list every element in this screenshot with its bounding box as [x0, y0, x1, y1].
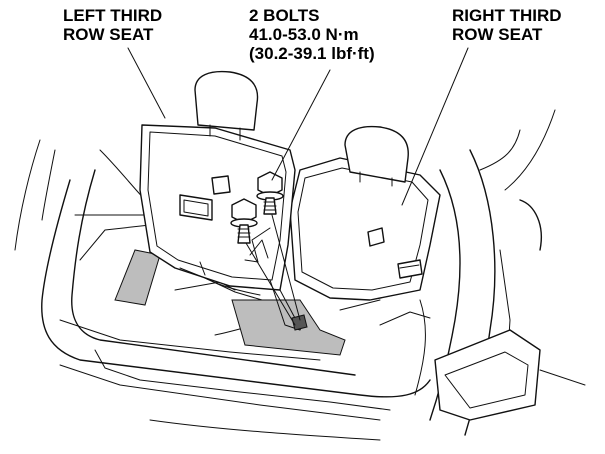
left-seat-label-line2: ROW SEAT	[63, 25, 154, 44]
leader-left-seat	[127, 47, 166, 119]
bolts-label-line3: (30.2-39.1 lbf·ft)	[249, 44, 375, 63]
bolts	[230, 171, 301, 326]
right-seat-label-line1: RIGHT THIRD	[452, 6, 562, 25]
leader-right-seat	[401, 47, 469, 206]
bolts-label-line1: 2 BOLTS	[249, 6, 320, 25]
left-third-row-seat-label: LEFT THIRD ROW SEAT	[63, 6, 162, 44]
bolts-label-line2: 41.0-53.0 N·m	[249, 25, 359, 44]
bolt-lower	[230, 198, 258, 244]
right-seat-label-line2: ROW SEAT	[452, 25, 543, 44]
bolts-torque-label: 2 BOLTS 41.0-53.0 N·m (30.2-39.1 lbf·ft)	[249, 6, 375, 63]
bolt-upper	[256, 171, 284, 215]
leader-bolts	[271, 69, 331, 181]
vehicle-cargo-area	[14, 109, 586, 441]
right-third-row-seat	[289, 125, 441, 301]
left-seat-label-line1: LEFT THIRD	[63, 6, 163, 25]
leader-lines	[127, 47, 469, 206]
right-third-row-seat-label: RIGHT THIRD ROW SEAT	[452, 6, 562, 44]
left-third-row-seat	[139, 70, 308, 331]
